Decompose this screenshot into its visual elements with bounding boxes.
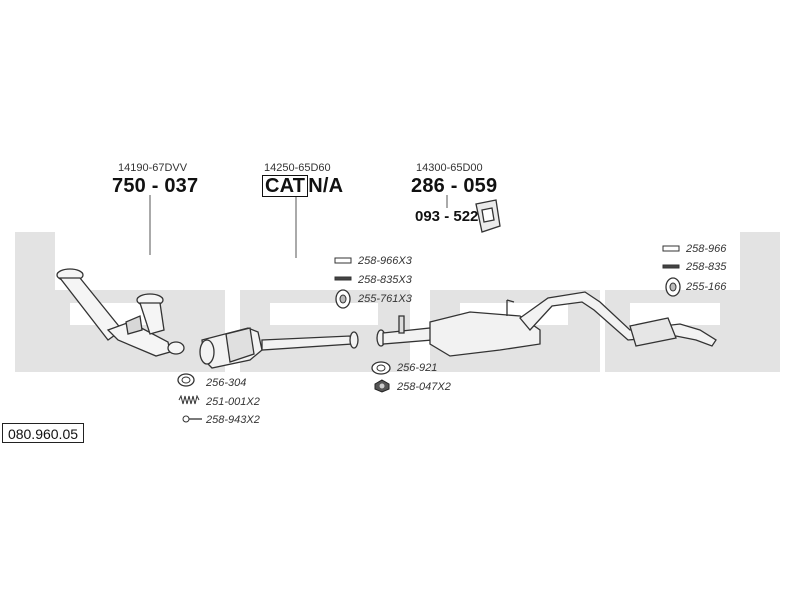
bolt-icon [182,415,202,423]
mid-accessory-label: 256-921 [397,362,438,374]
muffler-oem-number: 14300-65D00 [416,162,483,174]
front-pipe-part [56,268,185,357]
rear-accessory-label: 258-966 [686,243,727,255]
spring-icon [178,395,200,405]
diagram-reference-number: 080.960.05 [2,423,84,443]
front-accessory-label: 251-001X2 [206,396,260,408]
catalyst-na-label: N/A [308,175,344,197]
muffler-part-number: 286 - 059 [411,175,498,197]
bolt-icon [334,257,352,264]
front-accessory-label: 258-943X2 [206,414,260,426]
rear-muffler-part [376,291,717,357]
rear-accessory-label: 255-166 [686,281,727,293]
nut-icon [662,264,680,269]
catalyst-oem-number: 14250-65D60 [264,162,331,174]
nut-icon [334,276,352,281]
cat-accessory-label: 255-761X3 [358,293,412,305]
rubber-mount-icon [665,277,681,297]
bracket-093-522-part [475,199,501,233]
bolt-icon [662,245,680,252]
rubber-mount-icon [335,289,351,309]
front-pipe-oem-number: 14190-67DVV [118,162,188,174]
rear-accessory-label: 258-835 [686,261,727,273]
mid-accessory-label: 258-047X2 [397,381,451,393]
gasket-ring-icon [177,373,195,387]
nut-icon [374,379,390,393]
cat-accessory-label: 258-835X3 [358,274,412,286]
front-pipe-part-number: 750 - 037 [112,175,199,197]
bracket-part-number: 093 - 522 [415,208,479,225]
gasket-ring-icon [371,361,391,375]
cat-label: CAT [262,175,309,197]
catalyst-part [199,327,359,369]
cat-accessory-label: 258-966X3 [358,255,412,267]
front-accessory-label: 256-304 [206,377,247,389]
